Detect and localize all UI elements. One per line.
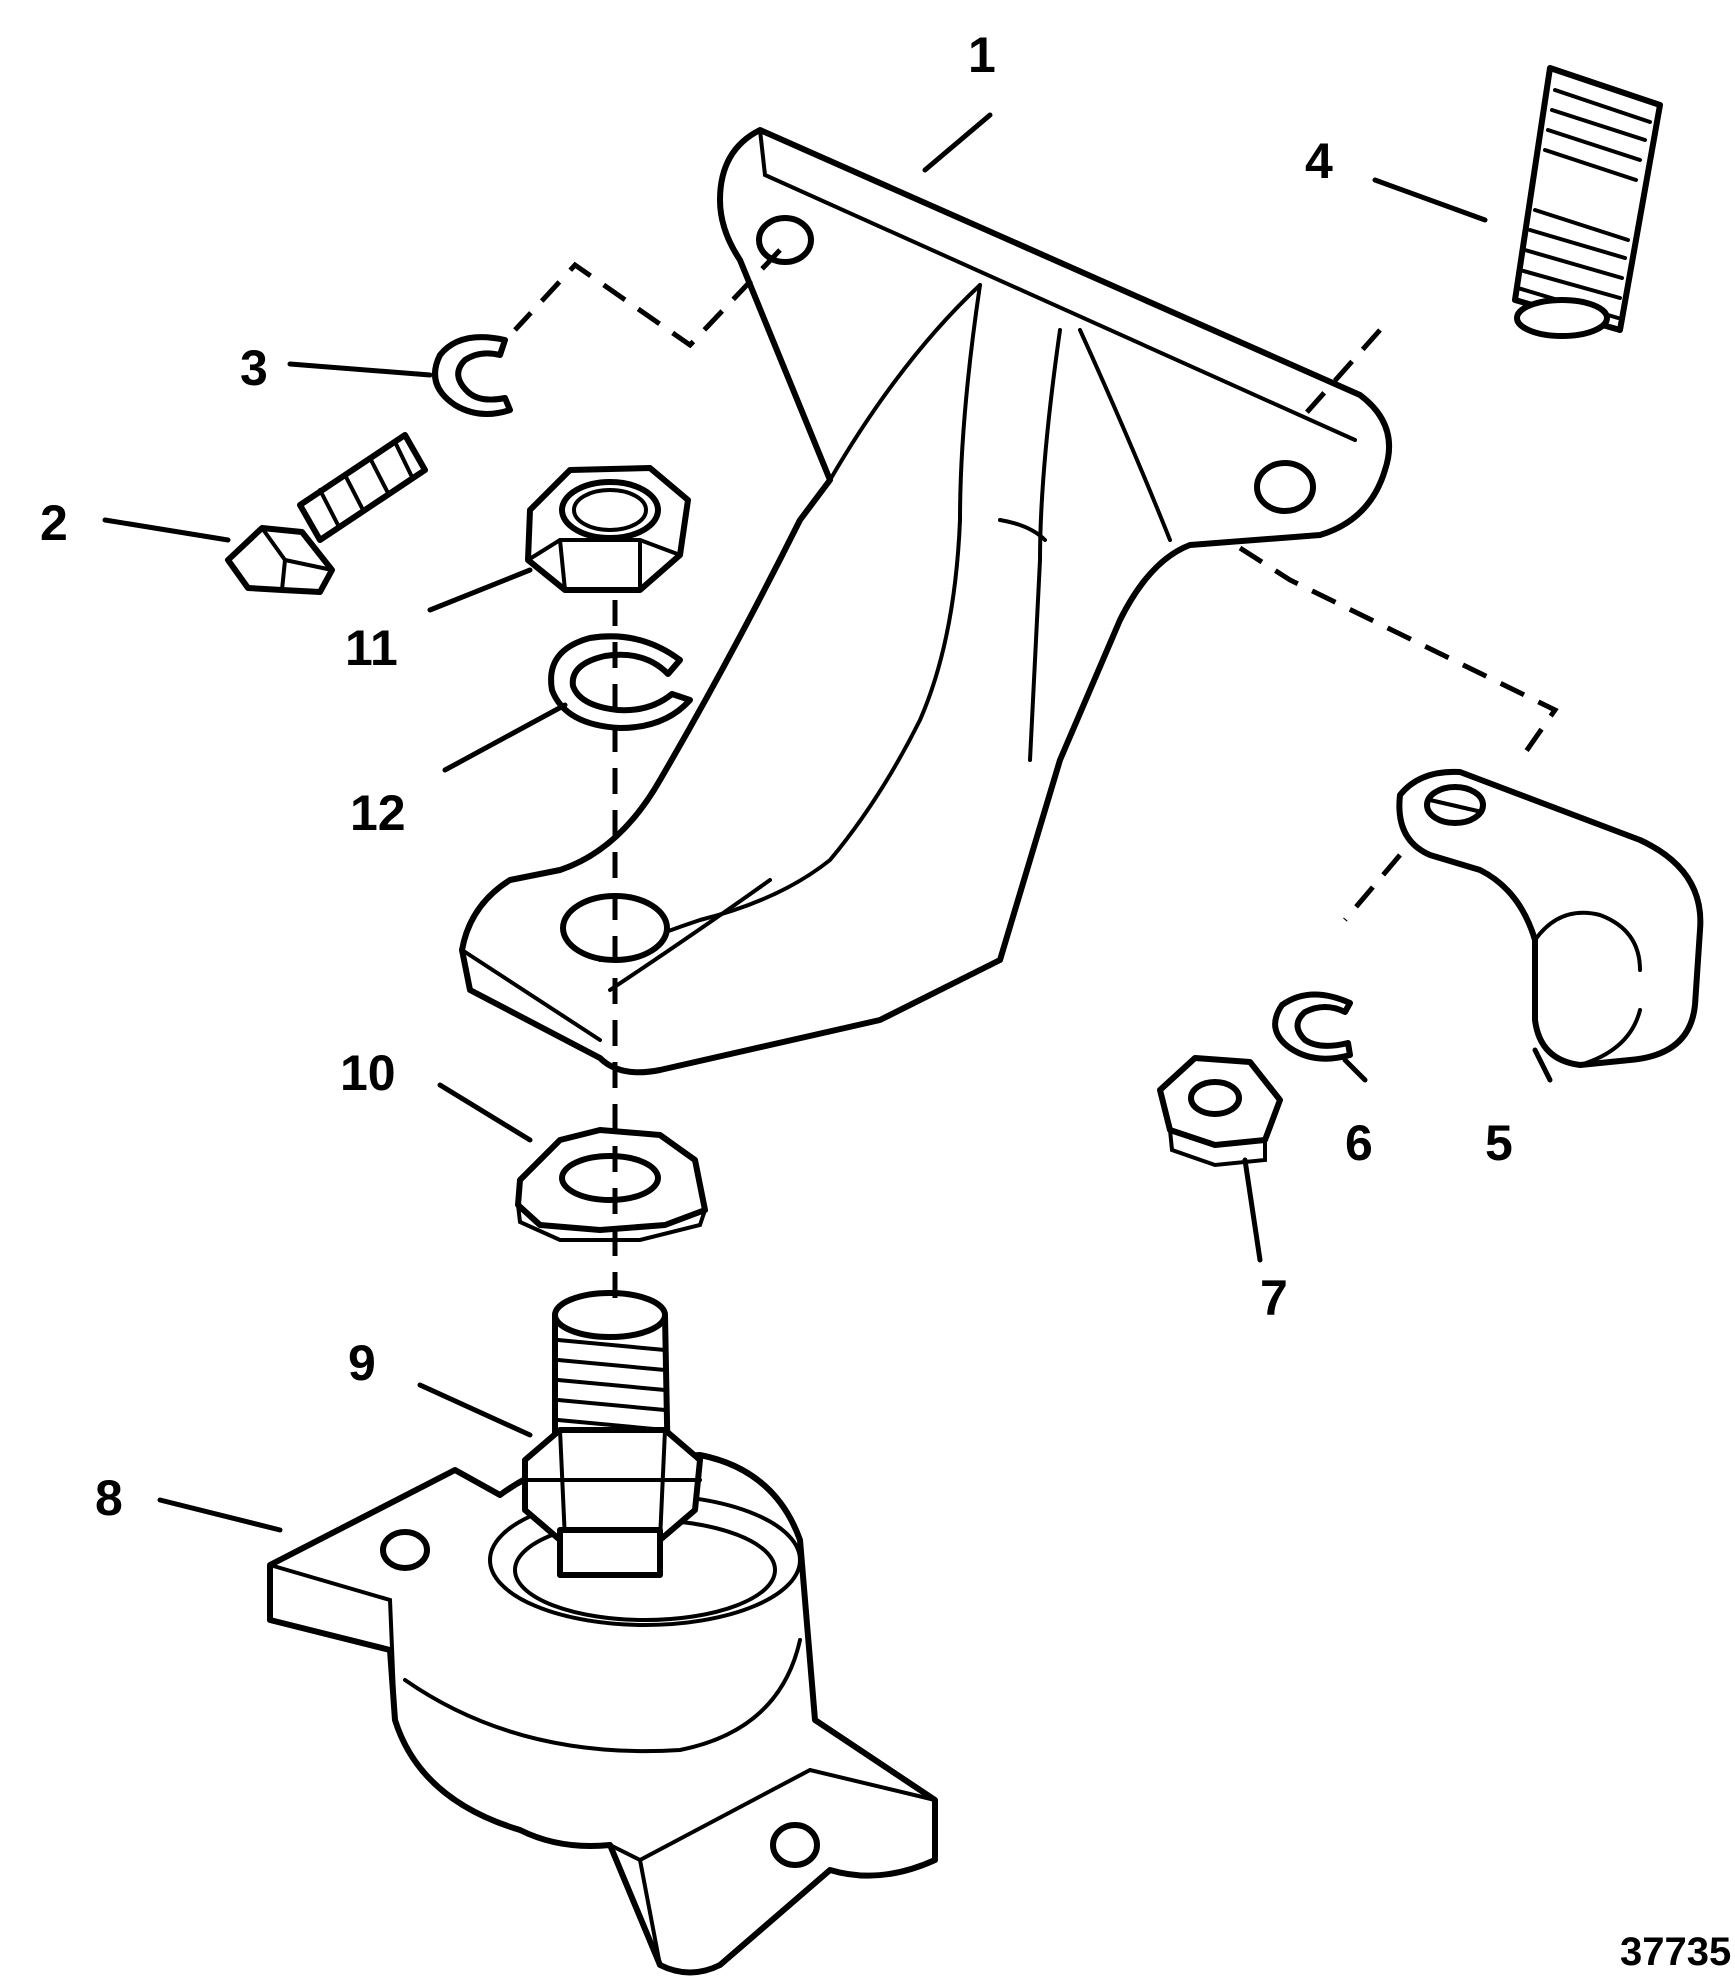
part-12-lock-washer [548, 633, 693, 731]
part-1-mount-bracket [459, 127, 1393, 1076]
part-6-lock-washer [1272, 991, 1353, 1062]
callout-11: 11 [345, 620, 398, 676]
part-2-hex-bolt [225, 432, 428, 595]
part-8-mount-base [267, 1452, 938, 1976]
drawing-number: 37735 [1620, 1930, 1731, 1974]
part-3-lock-washer [432, 334, 513, 417]
part-10-tab-washer [515, 1127, 708, 1242]
part-4-threaded-stud [1512, 65, 1663, 339]
leader-lines [102, 112, 1553, 1533]
callout-12: 12 [350, 785, 406, 841]
callout-3: 3 [240, 340, 268, 396]
part-11-hex-nut [525, 465, 691, 593]
assembly-lines [513, 248, 1559, 1310]
part-9-stud-and-nut [522, 1290, 703, 1578]
callout-5: 5 [1485, 1115, 1513, 1171]
callout-numbers: 1 2 3 4 5 6 7 8 9 10 11 12 [40, 27, 1513, 1526]
callout-4: 4 [1305, 133, 1333, 189]
callout-9: 9 [348, 1335, 376, 1391]
callout-2: 2 [40, 495, 68, 551]
part-5-cable-clamp [1396, 768, 1704, 1068]
callout-1: 1 [968, 27, 996, 83]
callout-7: 7 [1260, 1270, 1288, 1326]
part-7-hex-nut [1157, 1055, 1283, 1168]
callout-10: 10 [340, 1045, 396, 1101]
callout-8: 8 [95, 1470, 123, 1526]
callout-6: 6 [1345, 1115, 1373, 1171]
